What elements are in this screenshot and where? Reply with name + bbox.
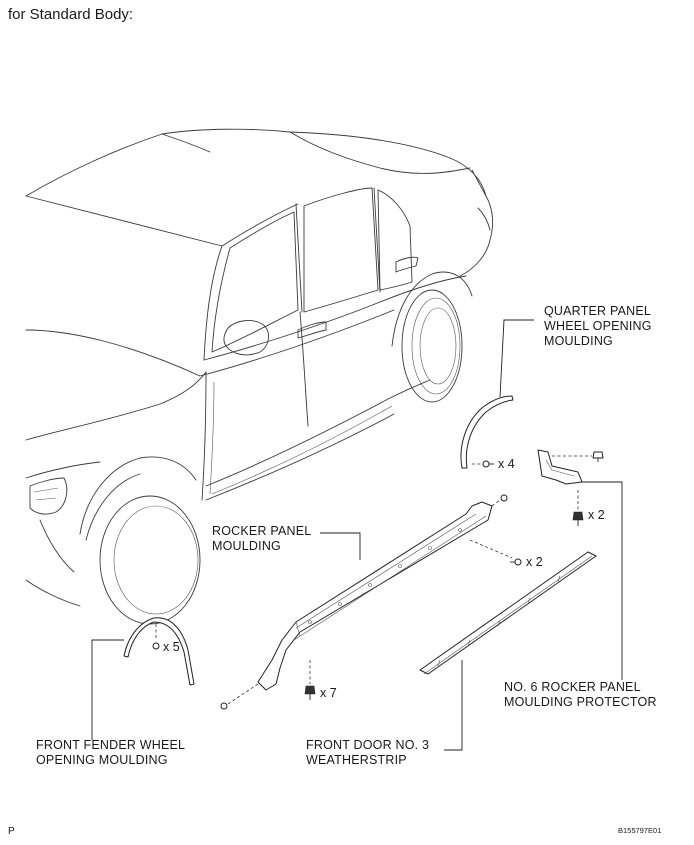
weatherstrip-part xyxy=(419,551,597,751)
rocker-bolts-qty: x 7 xyxy=(320,686,337,700)
clip-icon xyxy=(500,494,508,502)
quarter-clips-qty: x 4 xyxy=(498,457,515,471)
front-door-label: FRONT DOOR NO. 3 WEATHERSTRIP xyxy=(306,738,430,767)
rocker-panel-label: ROCKER PANEL MOULDING xyxy=(212,524,312,553)
clip-icon xyxy=(152,642,160,650)
rocker-clips-qty: x 2 xyxy=(526,555,543,569)
clip-icon xyxy=(510,558,522,566)
fender-clips-qty: x 5 xyxy=(163,640,180,654)
protector-bolts-qty: x 2 xyxy=(588,508,605,522)
front-fender-moulding-part xyxy=(91,617,195,740)
car-body-outline xyxy=(25,128,494,625)
figure-code: B155797E01 xyxy=(618,826,662,835)
bolt-icon xyxy=(592,451,604,462)
clip-icon xyxy=(220,702,228,710)
clip-icon xyxy=(482,460,494,468)
bolt-icon xyxy=(572,511,584,526)
front-fender-label: FRONT FENDER WHEEL OPENING MOULDING xyxy=(36,738,186,767)
bolt-holes xyxy=(308,528,462,624)
moulding-protector-part xyxy=(537,449,623,680)
quarter-panel-moulding-part xyxy=(460,319,534,469)
page-marker: P xyxy=(8,826,15,837)
diagram-caption: for Standard Body: xyxy=(8,6,134,23)
rocker-panel-moulding-part xyxy=(220,494,522,710)
protector-label: NO. 6 ROCKER PANEL MOULDING PROTECTOR xyxy=(504,680,657,709)
quarter-panel-label: QUARTER PANEL WHEEL OPENING MOULDING xyxy=(544,304,652,348)
bolt-icon xyxy=(304,685,316,700)
